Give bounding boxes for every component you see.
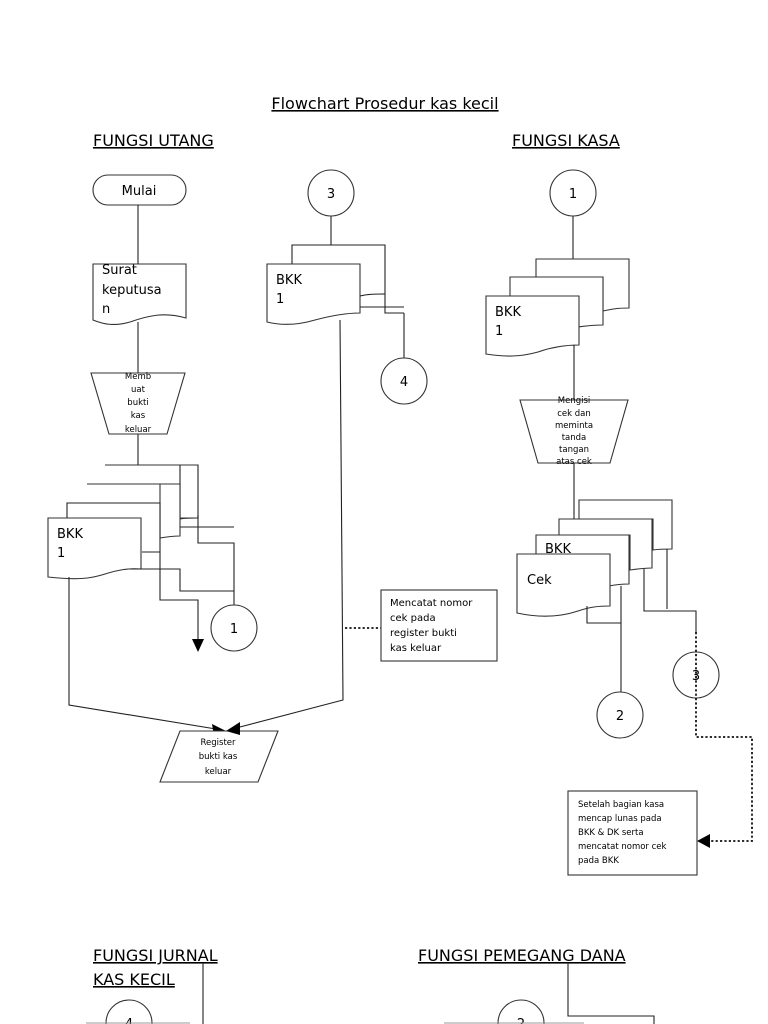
connector-2-label: 2 [616,709,624,724]
note-line3: BKK & DK serta [578,828,644,838]
arrow-left-icon [697,834,710,848]
note-line1: Setelah bagian kasa [578,800,664,810]
manual-op-line1: Mengisi [558,396,591,406]
doc-copy-3 [558,518,653,571]
bkk-copy-2 [66,502,161,553]
arrow-down-icon [192,639,204,652]
bkk-label: BKK [57,527,83,542]
connector-2-label: 2 [517,1017,525,1024]
start-terminator[interactable] [92,174,187,206]
document-cek[interactable] [516,553,611,617]
flow-line [235,319,344,729]
utang-column: Mulai Surat keputusa n Memb uat bukti ka… [47,174,279,783]
note-line4: mencatat nomor cek [578,842,667,852]
connector-4-label: 4 [125,1017,133,1024]
flow-line [130,568,234,592]
flow-line [197,515,235,605]
manual-op-line4: tanda [562,433,587,443]
note-line2: mencap lunas pada [578,814,662,824]
start-label: Mulai [122,184,157,199]
flow-line [567,963,655,1024]
page-title: Flowchart Prosedur kas kecil [271,94,498,113]
flow-line [586,606,622,692]
note-line5: pada BKK [578,856,619,866]
cek-label: Cek [527,573,552,588]
flow-line [643,569,697,633]
manual-op-line3: bukti [127,398,148,408]
flow-line [359,293,386,297]
bkk-back-label: BKK [545,542,571,557]
bkk-number: 1 [57,546,65,561]
heading-kas-kecil: KAS KECIL [93,970,175,989]
doc-surat-line2: keputusa [102,283,162,298]
heading-fungsi-pemegang-dana: FUNGSI PEMEGANG DANA [418,946,626,965]
kasa-column: 1 BKK 1 Mengisi cek dan meminta tanda ta… [485,169,753,876]
connector-1-label: 1 [230,622,238,637]
note-line4: kas keluar [390,643,442,654]
flow-line [159,552,199,640]
bkk-number: 1 [276,292,284,307]
bkk-label: BKK [495,305,521,320]
doc-surat-line3: n [102,302,110,317]
note-mencatat-nomor-cek [380,589,498,662]
note-line2: cek pada [390,613,436,624]
register-bukti-kas-keluar[interactable] [159,730,279,783]
manual-op-mengisi-cek[interactable] [519,399,629,464]
register-line2: bukti kas [199,752,238,762]
manual-op-line2: cek dan [557,409,591,419]
connector-1-out[interactable] [210,604,258,652]
manual-op-line1: Memb [125,372,151,382]
manual-op-line6: atas cek [556,457,592,467]
manual-op-membuat-bkk[interactable] [90,372,186,435]
heading-fungsi-jurnal: FUNGSI JURNAL [93,946,218,965]
middle-column: 3 BKK 1 4 Mencatat nomor cek pada regist… [226,169,498,735]
manual-op-line5: keluar [125,425,152,435]
flow-line [68,577,223,731]
bkk-copy-2-fill [67,503,160,553]
connector-4-out[interactable] [380,357,428,405]
manual-op-line5: tangan [559,445,589,455]
connector-3-label: 3 [327,187,335,202]
note-setelah-bagian-kasa [567,790,698,876]
connector-1-label: 1 [569,187,577,202]
connector-4-label: 4 [400,375,408,390]
connector-2-out[interactable] [596,691,644,739]
manual-op-line4: kas [131,411,146,421]
bottom-sections: FUNGSI JURNAL KAS KECIL 4 FUNGSI PEMEGAN… [86,946,655,1024]
bkk-label: BKK [276,273,302,288]
doc-copy-4 [578,499,673,551]
register-line3: keluar [205,767,232,777]
document-surat-keputusan[interactable] [92,263,187,325]
heading-fungsi-utang: FUNGSI UTANG [93,131,214,150]
register-line1: Register [201,738,237,748]
manual-op-line3: meminta [555,421,593,431]
note-line3: register bukti [390,628,457,639]
heading-fungsi-kasa: FUNGSI KASA [512,131,620,150]
flow-line [291,244,404,314]
bkk-number: 1 [495,324,503,339]
arrow-left-icon [226,722,240,735]
note-line1: Mencatat nomor [390,598,473,609]
document-bkk-1-kasa[interactable] [485,295,580,357]
doc-surat-line1: Surat [102,263,137,278]
document-bkk-1-middle[interactable] [266,263,361,325]
manual-op-line2: uat [131,385,146,395]
